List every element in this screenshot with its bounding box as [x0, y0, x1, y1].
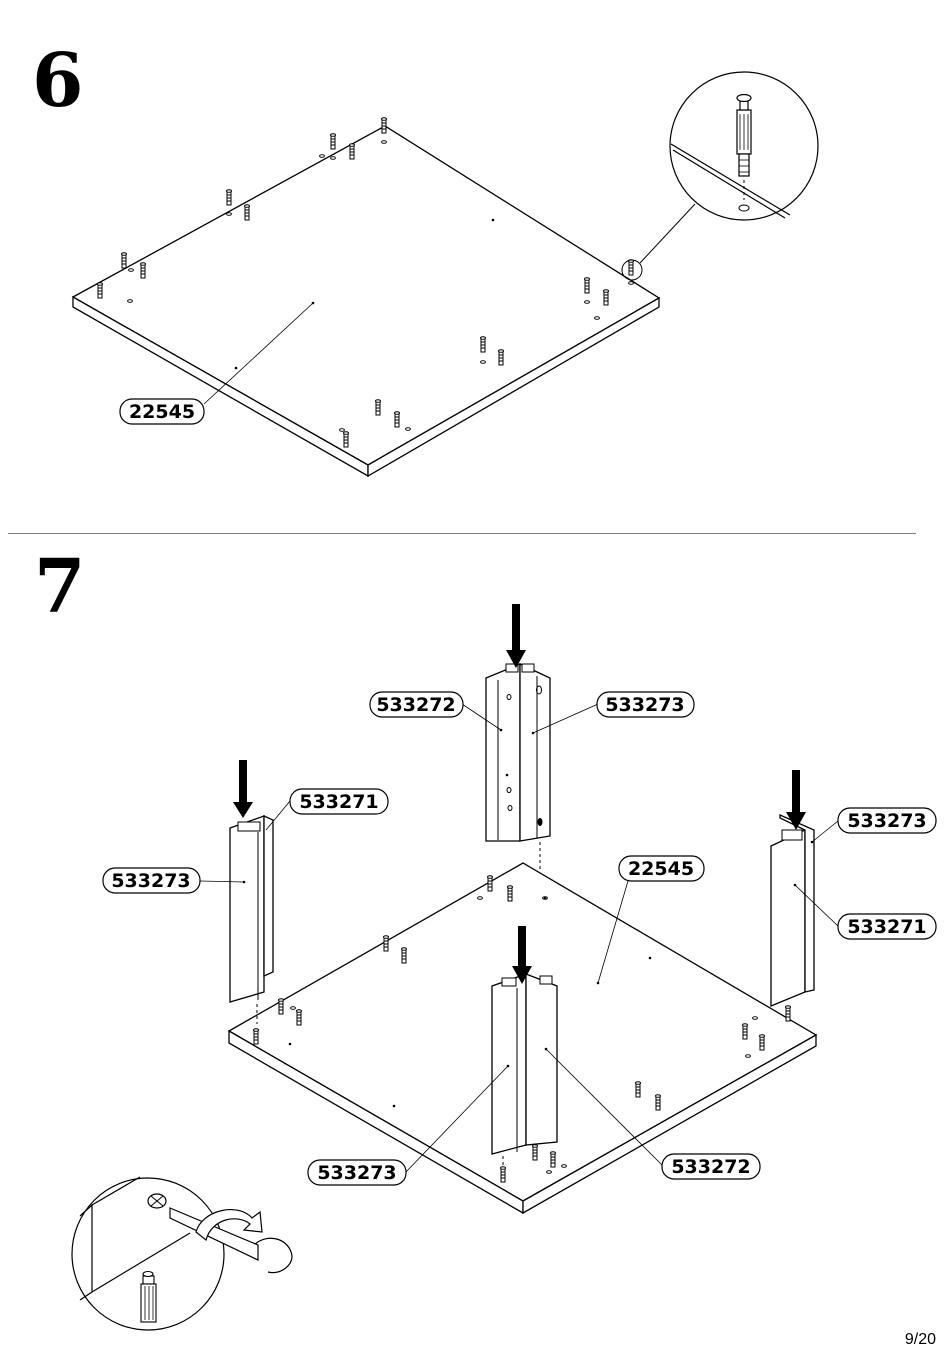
svg-text:533271: 533271 [847, 916, 926, 938]
front-leg [491, 926, 558, 1168]
svg-text:22545: 22545 [628, 858, 694, 880]
label-left-leg-top: 533271 [265, 788, 389, 831]
step-6-label-22545: 22545 [119, 302, 314, 425]
svg-text:533273: 533273 [605, 694, 684, 716]
page-number: 9/20 [904, 1331, 936, 1348]
back-leg [485, 604, 551, 870]
step-divider [8, 533, 916, 534]
label-left-leg-side: 533273 [102, 867, 245, 894]
step-6-detail-callout [621, 71, 819, 281]
label-right-leg-top: 533273 [811, 807, 937, 843]
svg-text:533273: 533273 [317, 1162, 396, 1184]
label-back-leg-right: 533273 [532, 691, 695, 734]
left-leg [229, 760, 274, 1024]
label-front-leg-right: 533272 [545, 1048, 761, 1180]
step-7-detail-screwdriver [71, 1176, 293, 1331]
svg-text:533271: 533271 [299, 791, 378, 813]
svg-text:533272: 533272 [376, 694, 455, 716]
label-panel-22545: 22545 [597, 855, 705, 984]
svg-text:533272: 533272 [671, 1156, 750, 1178]
label-right-leg-side: 533271 [794, 884, 937, 940]
svg-text:533273: 533273 [847, 810, 926, 832]
svg-text:533273: 533273 [111, 870, 190, 892]
label-front-leg-left: 533273 [307, 1065, 509, 1186]
label-back-leg-left: 533272 [369, 691, 502, 731]
step-6-number: 6 [32, 38, 83, 124]
step-7-number: 7 [34, 544, 85, 630]
right-leg [770, 770, 815, 1007]
step-6-part-number: 22545 [129, 401, 195, 423]
step-6-panel [71, 125, 661, 478]
